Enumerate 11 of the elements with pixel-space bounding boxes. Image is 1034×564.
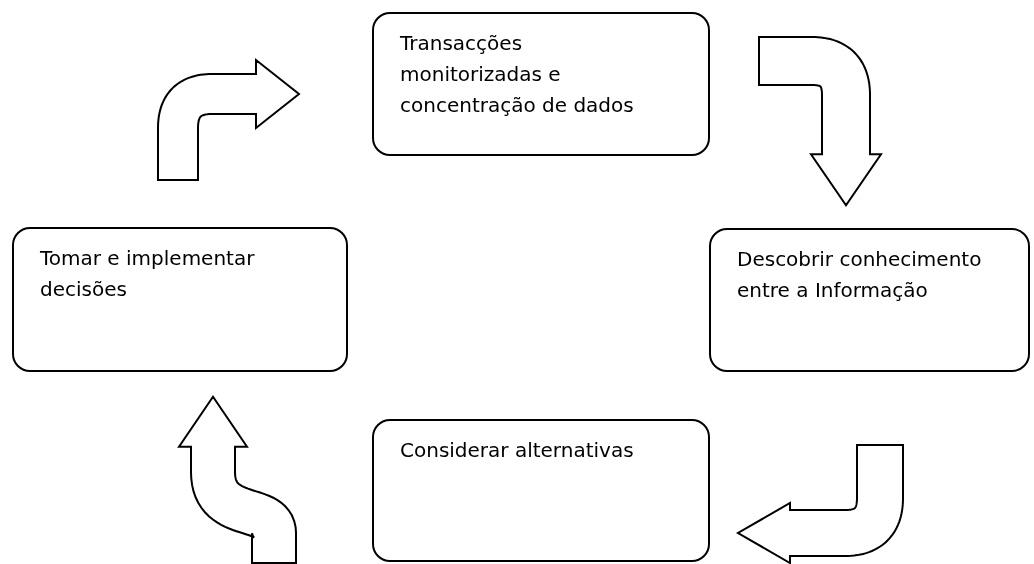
rounded-box [372, 12, 710, 156]
rounded-box [12, 227, 348, 372]
box-text: Tomar e implementar decisões [40, 245, 256, 303]
block-arrow [736, 444, 904, 564]
rounded-box [709, 228, 1030, 372]
box-text: Descobrir conhecimento entre a Informação [737, 246, 983, 304]
box-text: Considerar alternativas [400, 437, 635, 464]
rounded-box [372, 419, 710, 562]
block-arrow [177, 394, 297, 564]
block-arrow [157, 57, 301, 181]
box-text: Transacções monitorizadas e concentração de dados [400, 30, 635, 119]
